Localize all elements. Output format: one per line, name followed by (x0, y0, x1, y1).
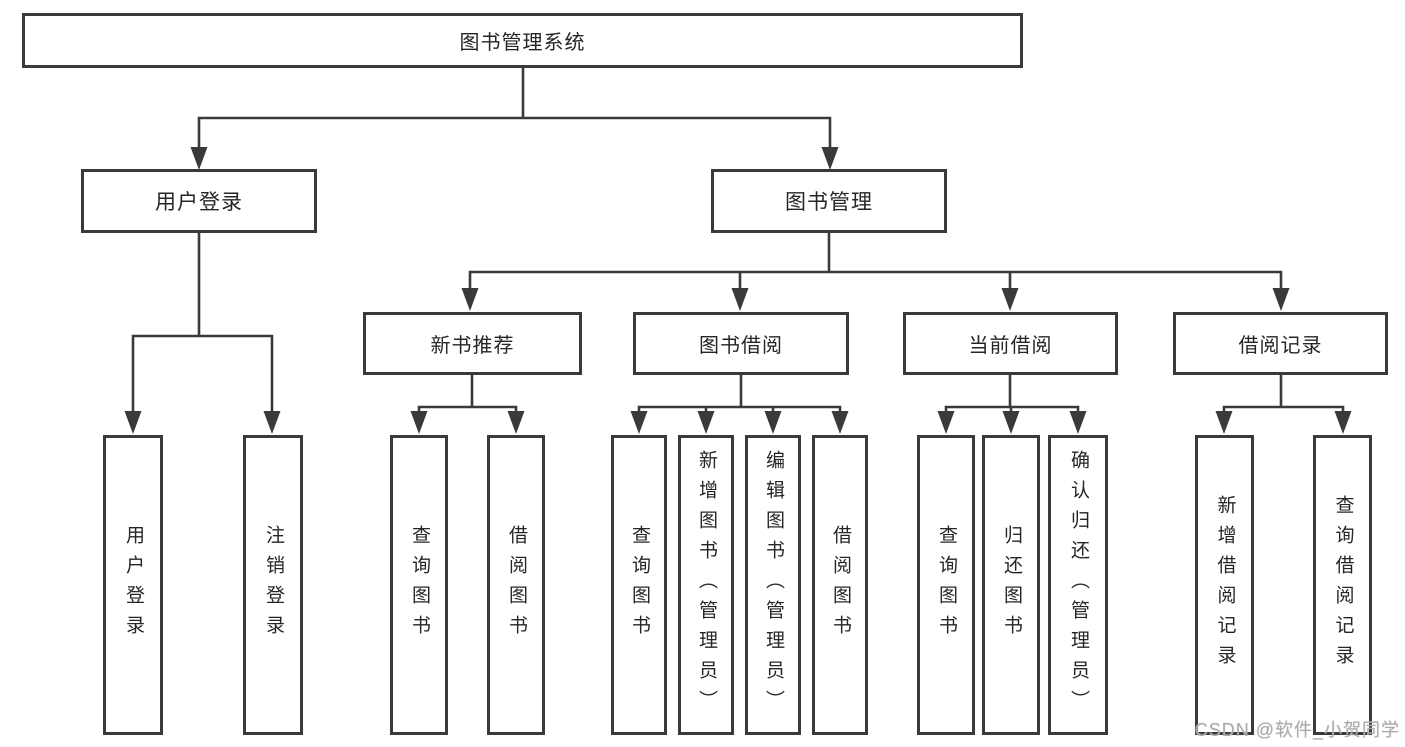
node-book-borrow-label: 图书借阅 (699, 335, 783, 357)
leaf-query-book-3: 查询图书 (917, 435, 975, 735)
leaf-add-borrow-record-label: 新增借阅记录 (1214, 495, 1236, 675)
leaf-confirm-return-admin-label: 确认归还（管理员） (1067, 450, 1089, 720)
leaf-user-login-label: 用户登录 (122, 525, 144, 645)
node-root-label: 图书管理系统 (459, 32, 586, 54)
leaf-query-borrow-record: 查询借阅记录 (1313, 435, 1372, 735)
node-borrow-record-label: 借阅记录 (1238, 335, 1323, 357)
leaf-logout-label: 注销登录 (262, 525, 284, 645)
node-borrow-record: 借阅记录 (1173, 312, 1388, 375)
leaf-return-book: 归还图书 (982, 435, 1040, 735)
node-book-management-label: 图书管理 (785, 191, 873, 214)
leaf-query-book-1: 查询图书 (390, 435, 448, 735)
leaf-borrow-book-2: 借阅图书 (812, 435, 868, 735)
leaf-borrow-book-1-label: 借阅图书 (505, 525, 527, 645)
leaf-add-borrow-record: 新增借阅记录 (1195, 435, 1254, 735)
node-current-borrow: 当前借阅 (903, 312, 1118, 375)
node-root-system: 图书管理系统 (22, 13, 1023, 68)
leaf-confirm-return-admin: 确认归还（管理员） (1048, 435, 1108, 735)
leaf-add-book-admin-label: 新增图书（管理员） (695, 450, 717, 720)
leaf-query-book-1-label: 查询图书 (408, 525, 430, 645)
leaf-add-book-admin: 新增图书（管理员） (678, 435, 734, 735)
leaf-query-book-2-label: 查询图书 (628, 525, 650, 645)
leaf-edit-book-admin-label: 编辑图书（管理员） (762, 450, 784, 720)
node-book-borrow: 图书借阅 (633, 312, 849, 375)
leaf-borrow-book-1: 借阅图书 (487, 435, 545, 735)
node-new-book-recommend-label: 新书推荐 (430, 335, 515, 357)
leaf-query-book-3-label: 查询图书 (935, 525, 957, 645)
node-book-management: 图书管理 (711, 169, 947, 233)
leaf-query-borrow-record-label: 查询借阅记录 (1332, 495, 1354, 675)
node-current-borrow-label: 当前借阅 (968, 335, 1053, 357)
leaf-user-login: 用户登录 (103, 435, 163, 735)
node-user-login-label: 用户登录 (155, 191, 243, 214)
leaf-logout: 注销登录 (243, 435, 303, 735)
node-user-login: 用户登录 (81, 169, 317, 233)
node-new-book-recommend: 新书推荐 (363, 312, 582, 375)
leaf-edit-book-admin: 编辑图书（管理员） (745, 435, 801, 735)
leaf-borrow-book-2-label: 借阅图书 (829, 525, 851, 645)
csdn-watermark: CSDN @软件_小贺同学 (1194, 720, 1400, 740)
leaf-query-book-2: 查询图书 (611, 435, 667, 735)
leaf-return-book-label: 归还图书 (1000, 525, 1022, 645)
